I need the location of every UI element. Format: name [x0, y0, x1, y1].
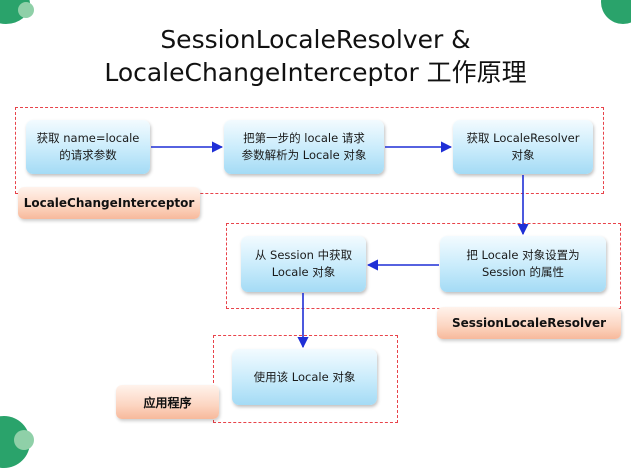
node-get-locale-resolver: 获取 LocaleResolver 对象 — [453, 120, 593, 174]
corner-circle-decoration-small — [18, 2, 34, 18]
label-locale-change-interceptor: LocaleChangeInterceptor — [18, 187, 200, 219]
flow-arrows — [151, 141, 529, 349]
node-set-session-attribute: 把 Locale 对象设置为 Session 的属性 — [440, 236, 606, 292]
title-line-2: LocaleChangeInterceptor 工作原理 — [104, 58, 527, 87]
label-application: 应用程序 — [116, 385, 219, 419]
resolver-region — [226, 223, 621, 309]
label-session-locale-resolver: SessionLocaleResolver — [437, 307, 621, 339]
node-get-locale-param: 获取 name=locale 的请求参数 — [26, 120, 150, 174]
node-use-locale: 使用该 Locale 对象 — [232, 349, 377, 405]
node-parse-locale-param: 把第一步的 locale 请求 参数解析为 Locale 对象 — [224, 120, 384, 174]
node-get-locale-from-session: 从 Session 中获取 Locale 对象 — [241, 236, 366, 292]
title-line-1: SessionLocaleResolver & — [160, 25, 471, 54]
app-region — [213, 335, 398, 423]
interceptor-region — [15, 107, 604, 194]
